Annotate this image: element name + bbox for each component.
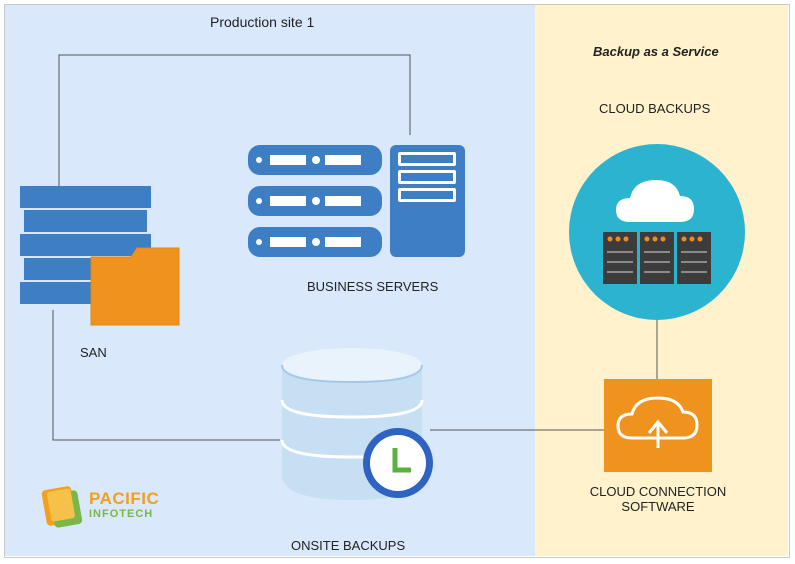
onsite-backups-label: ONSITE BACKUPS (291, 538, 406, 553)
logo-line1: PACIFIC (89, 489, 160, 508)
cloud-server-icon (569, 144, 745, 320)
cloud-upload-icon (604, 379, 712, 472)
baas-title: Backup as a Service (593, 44, 719, 59)
server-rack-icon (248, 145, 465, 257)
logo-line2: INFOTECH (89, 508, 154, 520)
connector-san-to-onsite (52, 310, 280, 441)
connector-san-to-servers (58, 54, 411, 186)
connectors (52, 54, 658, 441)
clock-icon (363, 428, 433, 498)
cloud-connection-label-line2: SOFTWARE (621, 499, 695, 514)
production-site-title: Production site 1 (210, 14, 315, 30)
san-label: SAN (80, 345, 107, 360)
business-servers-label: BUSINESS SERVERS (307, 279, 439, 294)
company-logo: PACIFIC INFOTECH (89, 490, 159, 520)
cloud-connection-label-line1: CLOUD CONNECTION (589, 484, 727, 499)
cloud-connection-label: CLOUD CONNECTION SOFTWARE (584, 484, 732, 514)
folder-icon (90, 247, 180, 326)
cloud-backups-label: CLOUD BACKUPS (599, 101, 711, 116)
logo-mark-icon (41, 486, 83, 528)
